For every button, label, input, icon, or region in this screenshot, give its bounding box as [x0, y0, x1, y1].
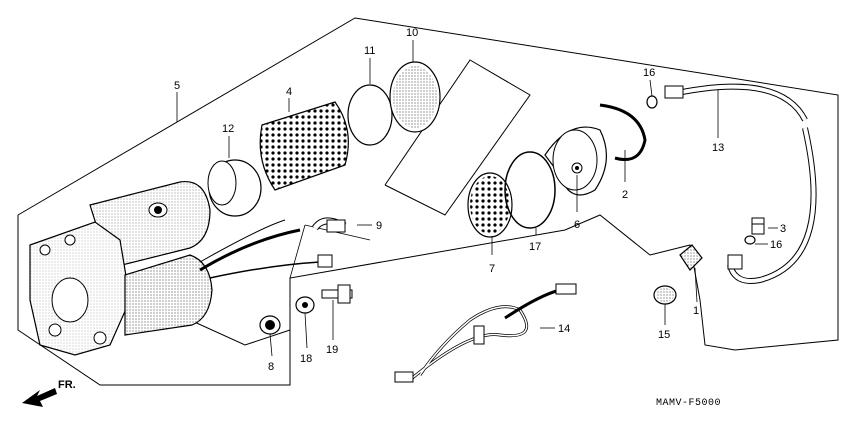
- washer-lower: [744, 235, 756, 245]
- leader-lines: [176, 40, 778, 357]
- label-part-6: 6: [574, 219, 580, 231]
- grommet: [259, 315, 281, 335]
- element-cap: [207, 159, 262, 217]
- filter-subframe: [384, 59, 531, 216]
- label-part-9: 9: [376, 220, 382, 232]
- label-part-11: 11: [364, 45, 375, 57]
- label-part-18: 18: [300, 353, 312, 365]
- label-part-14: 14: [558, 323, 570, 335]
- joint-bolt: [751, 217, 765, 235]
- washer-upper: [646, 95, 658, 109]
- label-part-13: 13: [712, 142, 724, 154]
- label-part-16-lower: 16: [770, 239, 782, 251]
- label-part-3: 3: [780, 223, 786, 235]
- label-part-15: 15: [658, 329, 670, 341]
- label-part-19: 19: [326, 344, 338, 356]
- label-part-10: 10: [406, 27, 418, 39]
- label-part-8: 8: [268, 361, 274, 373]
- clamp-band: [599, 103, 647, 161]
- o-ring: [504, 151, 556, 229]
- label-part-7: 7: [489, 263, 495, 275]
- screen-filter: [467, 172, 513, 238]
- air-filter-element: [259, 101, 349, 191]
- front-label: FR.: [58, 379, 76, 391]
- filter-case: [544, 126, 608, 196]
- label-part-2: 2: [622, 189, 628, 201]
- label-part-16-upper: 16: [643, 67, 655, 79]
- label-part-5: 5: [174, 80, 180, 92]
- tube-clamp: [679, 244, 703, 271]
- label-part-12: 12: [222, 123, 234, 135]
- filter-gasket: [347, 84, 393, 146]
- collar: [295, 296, 315, 314]
- wire-harness: [394, 283, 577, 383]
- bracket-lines: [189, 319, 291, 346]
- assembly-frame: [17, 17, 839, 386]
- breather-hose: [312, 217, 347, 233]
- drain-cap: [653, 285, 677, 305]
- label-part-17: 17: [529, 241, 541, 253]
- starter-motor: [29, 180, 333, 356]
- label-part-1: 1: [693, 305, 699, 317]
- breather-tube: [664, 83, 817, 284]
- mounting-bolt: [321, 284, 353, 304]
- diagram-code: MAMV-F5000: [656, 398, 721, 409]
- filter-cover: [389, 61, 441, 133]
- label-part-4: 4: [286, 86, 292, 98]
- front-arrow-icon: [22, 388, 57, 407]
